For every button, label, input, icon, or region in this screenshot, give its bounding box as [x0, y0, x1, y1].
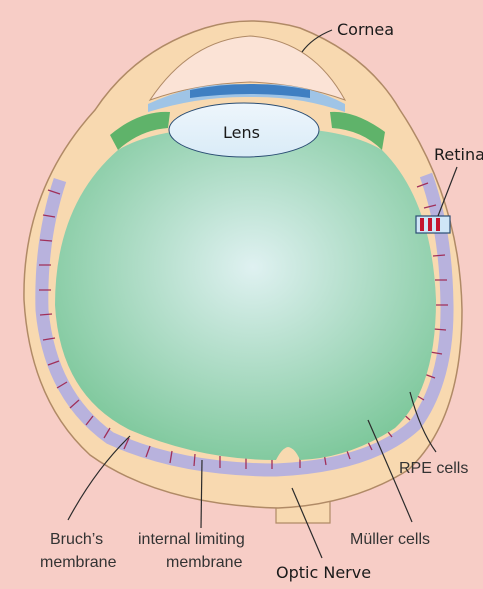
- internal-limiting-membrane-label-line2: membrane: [166, 554, 243, 571]
- internal-limiting-membrane-label-line1: internal limiting: [138, 531, 245, 548]
- optic-nerve-label: Optic Nerve: [276, 563, 371, 582]
- cornea-label: Cornea: [337, 20, 394, 39]
- bruchs-membrane-label-line1: Bruch’s: [50, 531, 103, 548]
- muller-cells-label: Müller cells: [350, 531, 430, 548]
- bruchs-membrane-label-line2: membrane: [40, 554, 117, 571]
- lens-label: Lens: [223, 123, 260, 142]
- retina-detail-box: [416, 216, 450, 233]
- retina-label: Retina: [434, 145, 483, 164]
- rpe-cells-label: RPE cells: [399, 460, 468, 477]
- vitreous-body: [55, 128, 436, 460]
